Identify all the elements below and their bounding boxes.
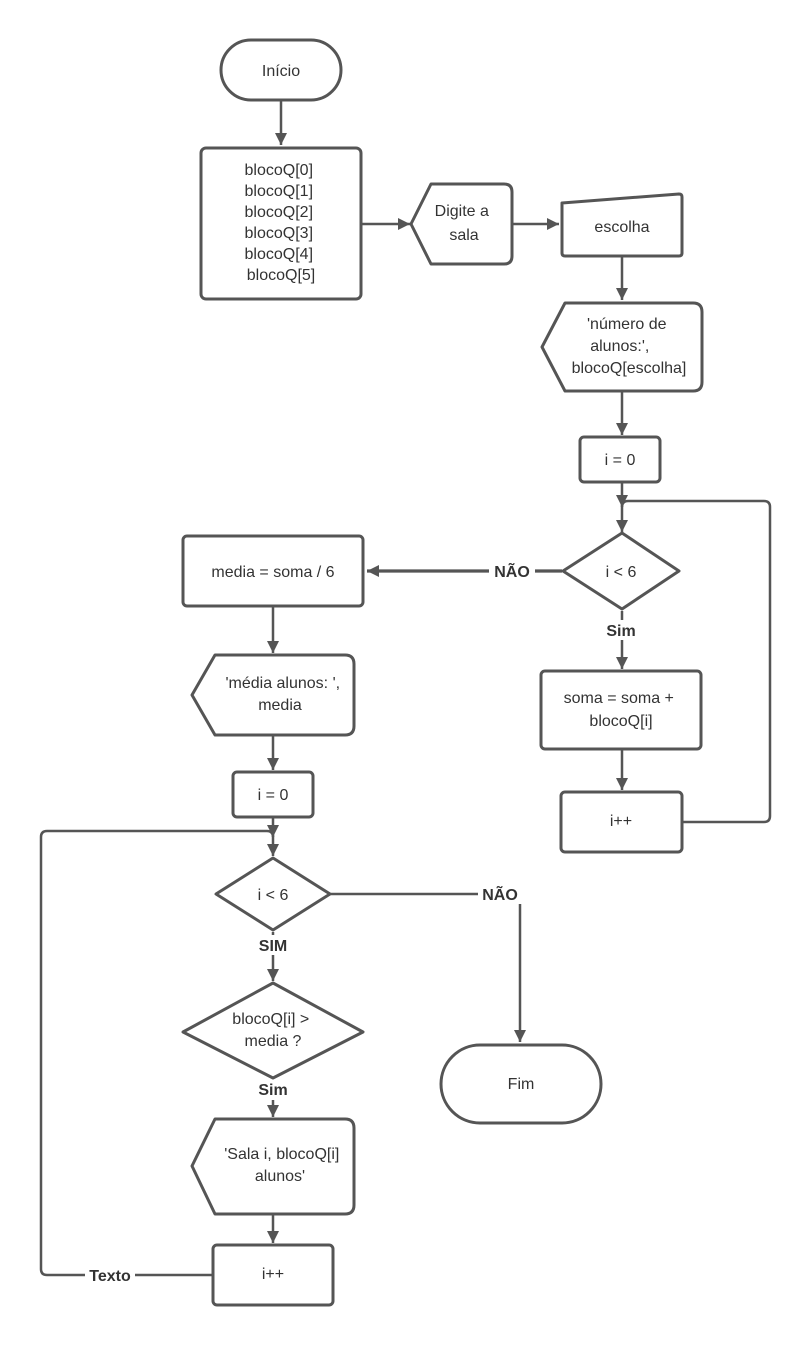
loop2-no-label: NÃO — [482, 884, 518, 904]
loop1-yes-label-bg — [603, 620, 641, 640]
start-terminal — [219, 38, 343, 102]
inc2-label: i++ — [262, 1266, 284, 1283]
display-media-line: media — [258, 697, 302, 714]
display-alunos-label: 'número de alunos:', blocoQ[escolha] — [572, 316, 687, 377]
init-block-line: blocoQ[0] — [245, 162, 313, 179]
soma-process — [539, 669, 703, 751]
end-label: Fim — [508, 1076, 535, 1093]
prompt-input-display — [409, 182, 514, 266]
display-sala-label: 'Sala i, blocoQ[i] alunos' — [224, 1146, 344, 1185]
compare-decision — [181, 981, 365, 1080]
escolha-label: escolha — [594, 219, 649, 236]
i-init-2-label: i = 0 — [258, 787, 289, 804]
i-init-2-process — [231, 770, 315, 819]
compare-yes-label: Sim — [258, 1082, 287, 1099]
escolha-manual-input — [560, 192, 684, 258]
end-terminal — [439, 1043, 603, 1125]
display-sala-shape — [190, 1117, 356, 1216]
compare-line: blocoQ[i] > — [232, 1011, 309, 1028]
display-alunos-line: blocoQ[escolha] — [572, 360, 687, 377]
edge-loop2-no-to-fim — [330, 892, 526, 1042]
soma-label: soma = soma + blocoQ[i] — [564, 690, 679, 730]
loop2-yes-label: SIM — [259, 938, 287, 955]
compare-label: blocoQ[i] > media ? — [232, 1011, 313, 1050]
start-label: Início — [262, 63, 300, 80]
media-label: media = soma / 6 — [211, 564, 334, 581]
init-block-line: blocoQ[1] — [245, 183, 313, 200]
loop1-no-label: NÃO — [494, 561, 530, 581]
i-init-1-process — [578, 435, 662, 484]
back-edge-label-bg — [85, 1265, 135, 1285]
i-init-1-label: i = 0 — [605, 452, 636, 469]
edge-inc1-loop-back — [616, 494, 772, 824]
soma-line: soma = soma + — [564, 690, 674, 707]
display-alunos-shape — [540, 301, 704, 393]
display-alunos-line: alunos:', — [590, 338, 649, 355]
loop1-no-label-bg — [489, 561, 535, 581]
init-block-process — [199, 146, 363, 301]
compare-yes-label-bg — [254, 1080, 294, 1100]
prompt-input-line: sala — [449, 227, 478, 244]
loop1-decision — [561, 531, 681, 611]
init-block-line: blocoQ[4] — [245, 246, 313, 263]
back-edge-label: Texto — [89, 1268, 131, 1285]
compare-line: media ? — [245, 1033, 302, 1050]
edge-inc2-loop-back — [39, 824, 279, 1277]
media-process — [181, 534, 365, 608]
inc1-process — [559, 790, 684, 854]
display-sala-line: 'Sala i, blocoQ[i] — [224, 1146, 339, 1163]
node-labels: Início blocoQ[0] blocoQ[1] blocoQ[2] blo… — [211, 63, 686, 1283]
init-block-line: blocoQ[5] — [247, 267, 315, 284]
display-media-line: 'média alunos: ', — [225, 675, 340, 692]
loop2-no-label-bg — [478, 884, 524, 904]
soma-line: blocoQ[i] — [589, 713, 652, 730]
prompt-input-label: Digite a sala — [435, 203, 494, 244]
nodes — [181, 38, 704, 1307]
loop1-cond-label: i < 6 — [606, 564, 637, 581]
display-sala-line: alunos' — [255, 1168, 305, 1185]
prompt-input-line: Digite a — [435, 203, 489, 220]
loop1-yes-label: Sim — [606, 623, 635, 640]
display-alunos-line: 'número de — [587, 316, 667, 333]
init-block-line: blocoQ[3] — [245, 225, 313, 242]
display-media-label: 'média alunos: ', media — [225, 675, 344, 714]
inc2-process — [211, 1243, 335, 1307]
inc1-label: i++ — [610, 813, 632, 830]
edge-labels: NÃO Sim NÃO SIM Sim Texto — [85, 561, 641, 1285]
init-block-line: blocoQ[2] — [245, 204, 313, 221]
display-media-shape — [190, 653, 356, 737]
init-block-label: blocoQ[0] blocoQ[1] blocoQ[2] blocoQ[3] … — [245, 162, 318, 284]
loop2-decision — [214, 856, 332, 932]
loop2-cond-label: i < 6 — [258, 887, 289, 904]
loop2-yes-label-bg — [254, 935, 294, 955]
